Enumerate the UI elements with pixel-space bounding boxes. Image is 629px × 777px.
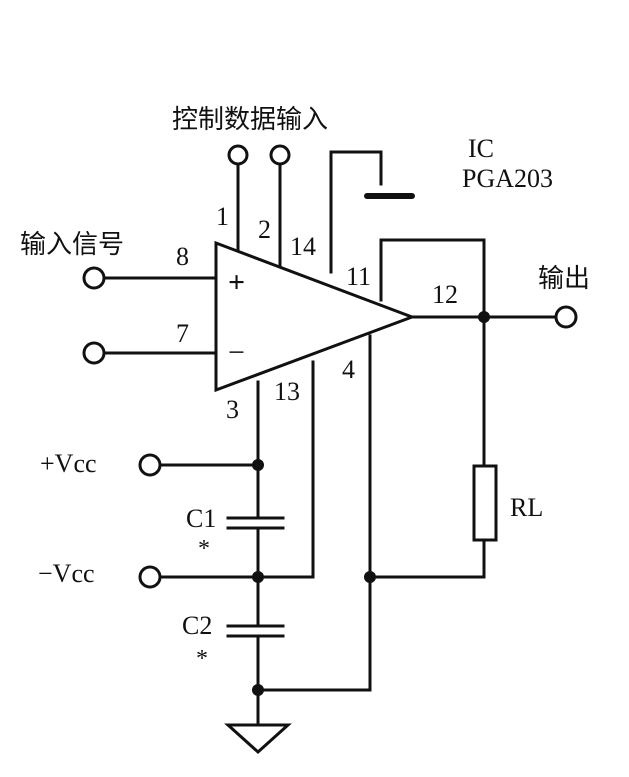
pin-3-label: 3 — [226, 395, 239, 424]
terminal-pin1 — [227, 144, 249, 166]
pin-7-label: 7 — [176, 319, 189, 348]
ground-icon — [224, 723, 292, 755]
pin-11-label: 11 — [346, 262, 371, 291]
ic-label: IC — [468, 134, 494, 163]
terminal-pos-vcc — [138, 453, 162, 477]
c1-star: * — [198, 536, 210, 562]
neg-vcc-label: −Vcc — [38, 559, 95, 588]
pos-vcc-label: +Vcc — [40, 449, 97, 478]
terminal-input-7 — [82, 341, 106, 365]
output-label: 输出 — [538, 264, 590, 294]
opamp-triangle — [214, 240, 417, 393]
part-number: PGA203 — [462, 164, 553, 193]
pin-8-label: 8 — [176, 242, 189, 271]
terminal-neg-vcc — [138, 565, 162, 589]
junction-dots — [252, 311, 490, 696]
pin-4-label: 4 — [342, 355, 355, 384]
rl-label: RL — [510, 493, 543, 522]
terminal-output — [554, 305, 578, 329]
pin-2-label: 2 — [258, 215, 271, 244]
terminal-input-8 — [82, 266, 106, 290]
terminal-pin2 — [269, 144, 291, 166]
c1-label: C1 — [186, 504, 216, 533]
pin-13-label: 13 — [274, 377, 300, 406]
capacitor-c1 — [226, 516, 285, 530]
c2-label: C2 — [182, 611, 212, 640]
capacitor-c2 — [226, 624, 285, 638]
control-input-label: 控制数据输入 — [172, 105, 328, 135]
pin-12-label: 12 — [432, 280, 458, 309]
input-signal-label: 输入信号 — [20, 230, 124, 260]
minus-sign: − — [228, 336, 245, 369]
plus-sign: + — [228, 266, 245, 299]
resistor-rl — [472, 464, 498, 542]
c2-star: * — [196, 646, 208, 672]
pin-14-label: 14 — [290, 232, 316, 261]
pin-1-label: 1 — [216, 202, 229, 231]
wires — [102, 150, 558, 727]
